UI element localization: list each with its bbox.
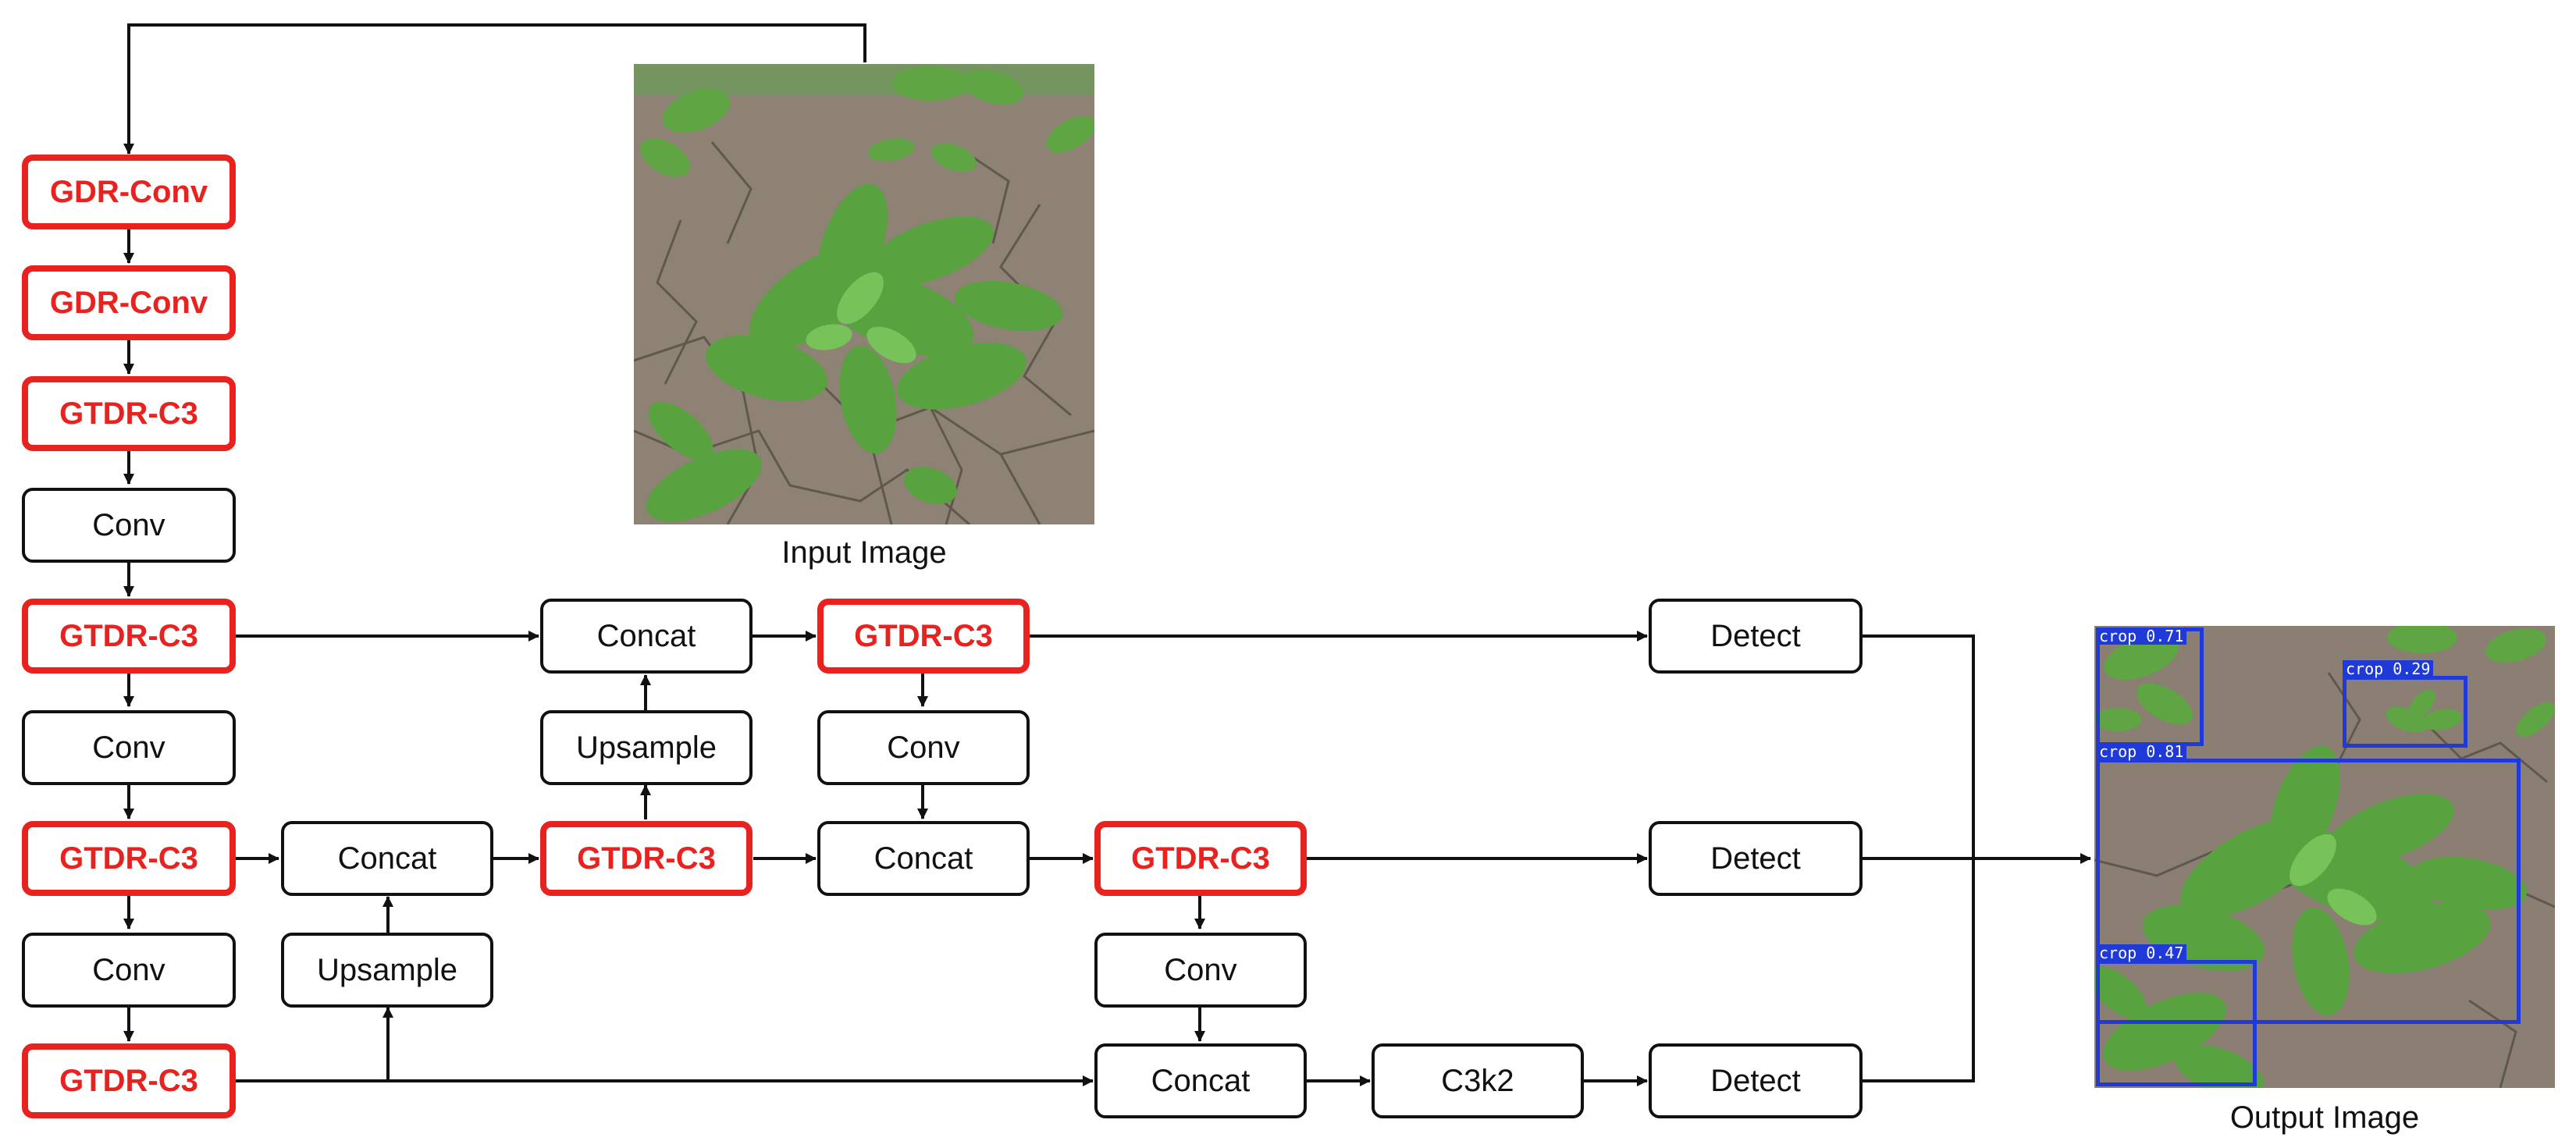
output-image: crop 0.71 crop 0.29 crop 0.81 crop 0.47	[2094, 626, 2555, 1088]
detect3-merge-line	[1862, 858, 1975, 1082]
detection-label: crop 0.71	[2096, 627, 2187, 645]
block-conv-1: Conv	[22, 488, 236, 563]
block-concat-2: Concat	[281, 821, 493, 896]
block-c3k2: C3k2	[1372, 1043, 1584, 1118]
input-to-backbone-arrow	[123, 23, 866, 155]
input-image-caption: Input Image	[781, 535, 947, 570]
block-gtdr-c3-4: GTDR-C3	[22, 1043, 236, 1118]
block-conv-neck-2: Conv	[1094, 933, 1307, 1008]
block-detect-3: Detect	[1649, 1043, 1863, 1118]
block-concat-3: Concat	[817, 821, 1030, 896]
block-detect-1: Detect	[1649, 599, 1863, 674]
block-concat-4: Concat	[1094, 1043, 1307, 1118]
block-gtdr-c3-3: GTDR-C3	[22, 821, 236, 896]
detection-photo-icon	[2094, 626, 2555, 1088]
block-conv-neck-1: Conv	[817, 710, 1030, 785]
input-image	[634, 64, 1094, 524]
block-concat-1: Concat	[540, 599, 753, 674]
plant-photo-icon	[634, 64, 1094, 524]
block-detect-2: Detect	[1649, 821, 1863, 896]
block-gdr-conv-1: GDR-Conv	[22, 155, 236, 229]
block-gtdr-c3-1: GTDR-C3	[22, 376, 236, 451]
block-gtdr-c3-neck-2: GTDR-C3	[817, 599, 1030, 674]
block-gdr-conv-2: GDR-Conv	[22, 265, 236, 340]
output-image-caption: Output Image	[2229, 1100, 2420, 1135]
detection-box	[2096, 960, 2257, 1086]
detection-label: crop 0.29	[2343, 660, 2434, 677]
detect1-merge-line	[1862, 634, 1975, 858]
detection-label: crop 0.47	[2096, 944, 2187, 961]
block-upsample-1: Upsample	[540, 710, 753, 785]
detection-box	[2096, 759, 2521, 1024]
block-conv-2: Conv	[22, 710, 236, 785]
block-gtdr-c3-neck-3: GTDR-C3	[1094, 821, 1307, 896]
block-conv-3: Conv	[22, 933, 236, 1008]
block-gtdr-c3-neck-1: GTDR-C3	[540, 821, 753, 896]
detection-box	[2343, 676, 2467, 748]
block-gtdr-c3-2: GTDR-C3	[22, 599, 236, 674]
block-upsample-2: Upsample	[281, 933, 493, 1008]
detection-label: crop 0.81	[2096, 743, 2187, 760]
